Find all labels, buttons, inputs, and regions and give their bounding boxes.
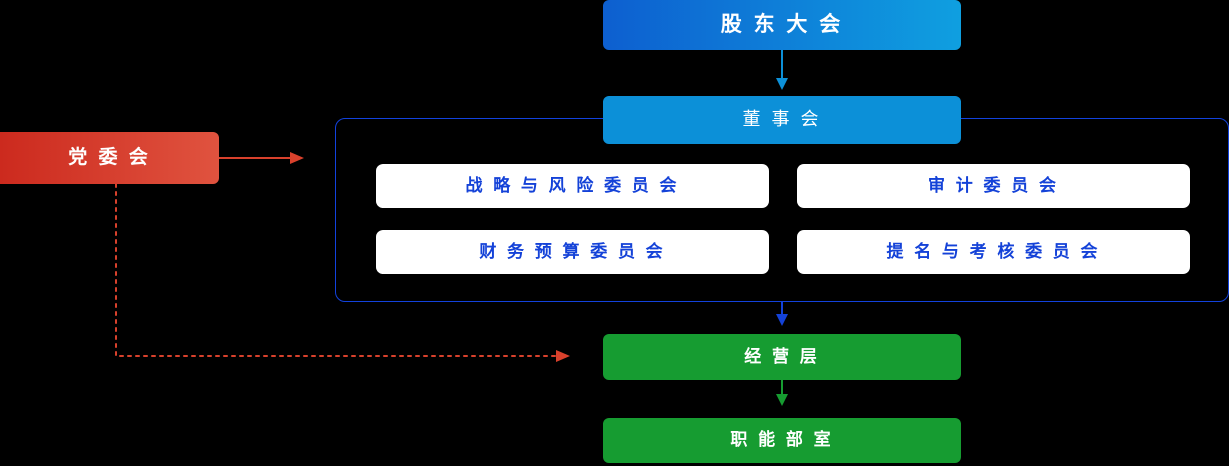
node-party-label: 党 委 会 bbox=[68, 146, 151, 168]
node-committee-audit[interactable]: 审 计 委 员 会 bbox=[797, 164, 1190, 208]
committee-label-3: 财 务 预 算 委 员 会 bbox=[479, 241, 666, 261]
node-functional-departments[interactable]: 职 能 部 室 bbox=[603, 418, 961, 463]
board-committees-container bbox=[335, 118, 1229, 302]
node-board-of-directors[interactable]: 董 事 会 bbox=[603, 96, 961, 144]
node-party-committee[interactable]: 党 委 会 bbox=[0, 132, 219, 184]
node-shareholders-meeting[interactable]: 股 东 大 会 bbox=[603, 0, 961, 50]
node-committee-nomination-appraisal[interactable]: 提 名 与 考 核 委 员 会 bbox=[797, 230, 1190, 274]
committee-label-2: 审 计 委 员 会 bbox=[928, 175, 1059, 195]
node-committee-strategy-risk[interactable]: 战 略 与 风 险 委 员 会 bbox=[376, 164, 769, 208]
node-board-label: 董 事 会 bbox=[742, 109, 822, 130]
node-management-layer[interactable]: 经 营 层 bbox=[603, 334, 961, 380]
committee-label-1: 战 略 与 风 险 委 员 会 bbox=[465, 175, 680, 195]
node-departments-label: 职 能 部 室 bbox=[730, 430, 834, 450]
node-shareholders-label: 股 东 大 会 bbox=[720, 13, 844, 37]
node-management-label: 经 营 层 bbox=[744, 346, 820, 366]
node-committee-financial-budget[interactable]: 财 务 预 算 委 员 会 bbox=[376, 230, 769, 274]
committee-label-4: 提 名 与 考 核 委 员 会 bbox=[886, 241, 1101, 261]
